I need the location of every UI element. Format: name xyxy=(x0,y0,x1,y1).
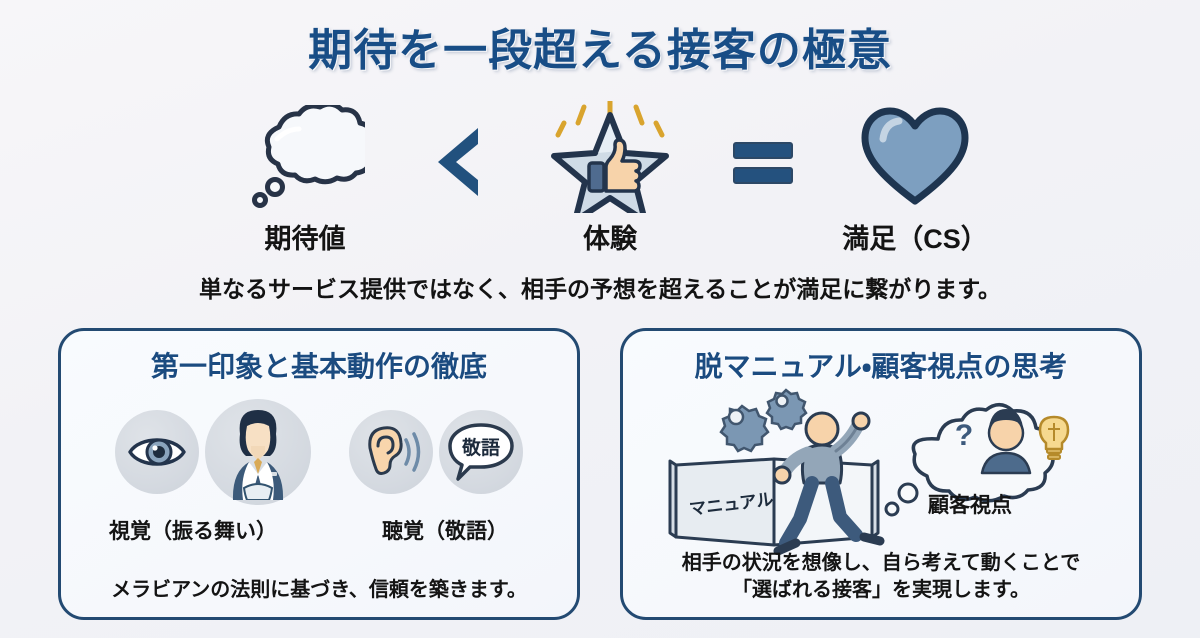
less-than-icon xyxy=(418,108,498,216)
card-footer-right: 相手の状況を想像し、自ら考えて動くことで 「選ばれる接客」を実現します。 xyxy=(623,550,1139,603)
gear-icon-small xyxy=(765,388,808,431)
card-footer-left: メラビアンの法則に基づき、信頼を築きます。 xyxy=(111,578,527,601)
keigo-bubble-text: 敬語 xyxy=(461,436,500,459)
ear-sound-icon xyxy=(349,410,433,494)
equation-item-experience: 体験 xyxy=(520,100,700,256)
lightbulb-icon xyxy=(1038,415,1070,460)
equation-label-satisfaction: 満足（CS） xyxy=(842,223,988,254)
equation-item-satisfaction: 満足（CS） xyxy=(825,103,1005,256)
heart-icon xyxy=(859,103,971,211)
card-beyond-manual: 脱マニュアル・顧客視点の思考 xyxy=(620,328,1142,620)
beyond-manual-illustration: マニュアル xyxy=(623,387,1139,555)
equation-row: 期待値 xyxy=(215,100,1005,256)
equation-label-expectation: 期待値 xyxy=(264,223,346,254)
question-mark-icon: ? xyxy=(955,419,973,452)
thought-cloud-icon xyxy=(245,103,365,211)
gear-icon-large xyxy=(719,404,770,453)
label-visual: 視覚（振る舞い） xyxy=(109,520,277,543)
businesswoman-icon xyxy=(205,399,311,505)
card-first-impression: 第一印象と基本動作の徹底 xyxy=(58,328,580,620)
thought-bubble-medium-icon xyxy=(897,482,919,504)
thought-bubble-small-icon xyxy=(884,501,900,517)
card-footer-right-line1: 相手の状況を想像し、自ら考えて動くことで xyxy=(681,552,1081,575)
customer-perspective-label: 顧客視点 xyxy=(928,494,1012,517)
equation-label-experience: 体験 xyxy=(583,223,637,254)
left-card-labels: 視覚（振る舞い） 聴覚（敬語） xyxy=(61,515,577,545)
card-footer-right-line2: 「選ばれる接客」を実現します。 xyxy=(732,578,1030,601)
cards-row: 第一印象と基本動作の徹底 xyxy=(58,328,1142,620)
speech-bubble-keigo-icon: 敬語 xyxy=(439,410,523,494)
label-auditory: 聴覚（敬語） xyxy=(382,520,508,543)
customer-avatar-icon xyxy=(980,409,1032,475)
lead-sentence: 単なるサービス提供ではなく、相手の予想を超えることが満足に繋がります。 xyxy=(198,276,1001,302)
page-title: 期待を一段超える接客の極意 xyxy=(308,26,892,75)
card-title-right: 脱マニュアル・顧客視点の思考 xyxy=(694,351,1068,382)
star-thumbs-up-icon xyxy=(540,100,680,213)
equals-icon xyxy=(723,108,803,216)
jumping-person-icon xyxy=(772,411,885,555)
left-card-icons: 敬語 xyxy=(61,399,577,505)
eye-icon xyxy=(115,410,199,494)
equation-item-expectation: 期待値 xyxy=(215,103,395,256)
customer-perspective-cloud-icon: ? xyxy=(911,403,1070,503)
card-title-left: 第一印象と基本動作の徹底 xyxy=(150,351,487,382)
